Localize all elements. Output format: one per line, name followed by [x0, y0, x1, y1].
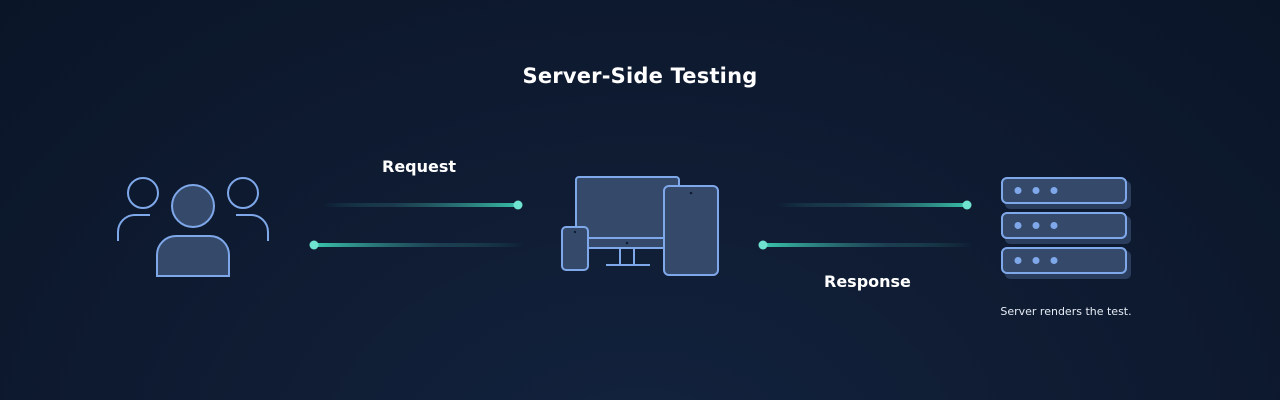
tablet-icon	[663, 185, 719, 276]
diagram-title: Server-Side Testing	[522, 64, 758, 88]
response-line-bottom	[763, 243, 973, 247]
request-line-top	[322, 203, 518, 207]
response-dot-bottom	[758, 240, 768, 250]
devices-icon	[561, 176, 719, 276]
server-unit	[1001, 177, 1131, 209]
users-group-icon	[117, 177, 269, 277]
server-unit	[1001, 212, 1131, 244]
phone-icon	[561, 226, 589, 271]
response-arrows	[758, 200, 973, 250]
server-stack-icon	[1001, 177, 1131, 279]
response-label: Response	[824, 272, 911, 291]
server-unit	[1001, 247, 1131, 279]
response-line-top	[777, 203, 967, 207]
request-label: Request	[382, 157, 457, 176]
request-arrows	[309, 200, 524, 250]
request-dot-bottom	[309, 240, 319, 250]
request-line-bottom	[314, 243, 524, 247]
server-caption: Server renders the test.	[1000, 305, 1132, 318]
response-dot-top	[962, 200, 972, 210]
request-dot-top	[513, 200, 523, 210]
